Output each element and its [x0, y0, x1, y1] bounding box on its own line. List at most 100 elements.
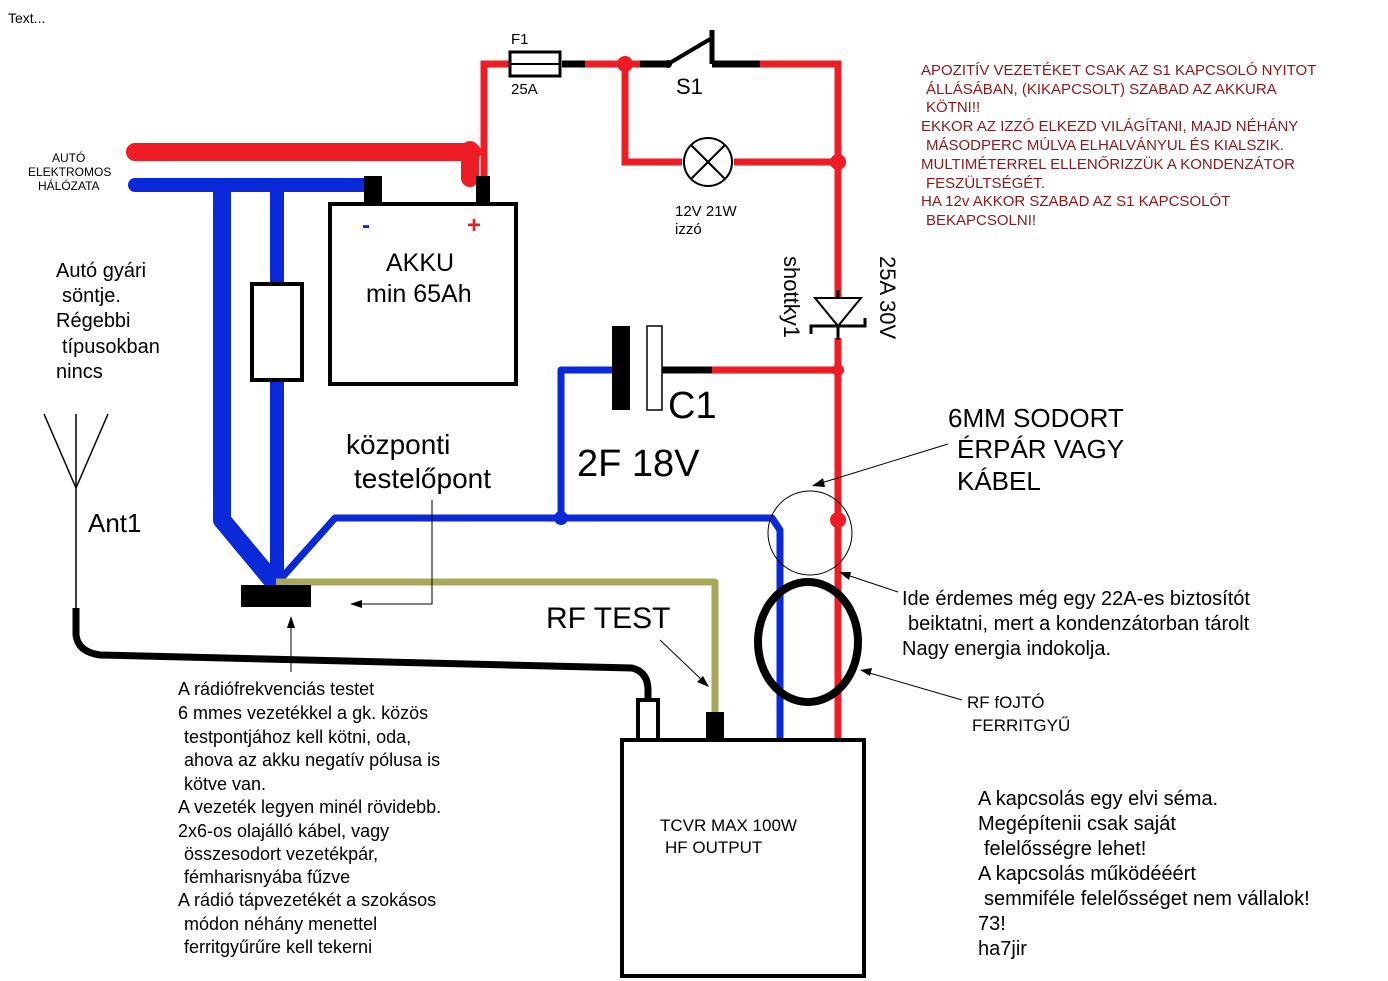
rf-ground-arrowhead	[697, 676, 709, 687]
ground-point-arrowhead	[350, 600, 362, 608]
fuse-name-label: F1	[511, 31, 529, 48]
cable-arrowhead	[812, 478, 825, 487]
battery-label-line1: AKKU	[386, 249, 454, 277]
rf-note-line9: fémharisnyába fűzve	[184, 867, 350, 887]
lamp-bypass-wire	[621, 64, 682, 166]
warning-note: APOZITÍV VEZETÉKET CSAK AZ S1 KAPCSOLÓ N…	[921, 62, 1316, 229]
battery-terminal-minus	[364, 176, 382, 204]
transceiver-box	[620, 738, 866, 978]
fuse-tip-pointer	[843, 573, 899, 593]
warning-line7: FESZÜLTSÉGÉT.	[926, 174, 1045, 192]
fuse-tip-line2: beiktatni, mert a kondenzátorban tárolt	[908, 613, 1250, 635]
fuse-tip-line1: Ide érdemes még egy 22A-es biztosítót	[902, 588, 1250, 610]
ground-point-label-line1: központi	[346, 429, 450, 460]
shunt-note-line2: söntje.	[62, 285, 121, 307]
chassis-ground-wire	[213, 185, 283, 591]
disclaimer-line6: 73!	[978, 913, 1006, 935]
warning-line5: MÁSODPERC MÚLVA ELHALVÁNYUL ÉS KIALSZIK.	[926, 137, 1284, 154]
ground-point-pointer	[355, 500, 433, 605]
rf-note-line4: ahova az akku negatív pólusa is	[184, 750, 440, 770]
warning-line3: KÖTNI!!	[926, 98, 980, 116]
rf-note-line1: A rádiófrekvenciás testet	[178, 679, 374, 699]
cap-negative-junction	[554, 511, 568, 525]
battery-akku	[328, 202, 518, 386]
switch-s1-pivot	[664, 60, 672, 68]
rf-ground-note: A rádiófrekvenciás testet 6 mmes vezeték…	[178, 679, 441, 957]
cable-label-line1: 6MM SODORT	[948, 403, 1124, 433]
rf-note-line6: A vezeték legyen minél rövidebb.	[178, 797, 441, 817]
header-text: Text...	[8, 10, 45, 26]
switch-to-right-rail	[760, 60, 842, 300]
disclaimer-line3: felelősségre lehet!	[984, 838, 1146, 860]
cap-positive-junction	[832, 364, 844, 376]
rf-ground-wire	[276, 578, 719, 718]
ground-point-label-line2: testelőpont	[354, 463, 491, 494]
battery-minus-sign: -	[362, 212, 370, 239]
car-network-label-line1: AUTÓ	[52, 150, 85, 165]
car-network-label-line3: HÁLÓZATA	[38, 178, 100, 193]
choke-label-line1: RF fOJTÓ	[967, 693, 1044, 712]
disclaimer-note: A kapcsolás egy elvi séma. Megépítenii c…	[978, 788, 1310, 960]
cable-label-line2: ÉRPÁR VAGY	[957, 434, 1124, 464]
rf-note-line12: ferritgyűrűre kell tekerni	[184, 937, 372, 957]
ground-note-arrowhead	[287, 616, 295, 628]
tcvr-label-line2: HF OUTPUT	[665, 838, 762, 857]
choke-label-line2: FERRITGYŰ	[972, 716, 1070, 735]
fuse-tip-line3: Nagy energia indokolja.	[902, 638, 1111, 660]
warning-line4: EKKOR AZ IZZÓ ELKEZD VILÁGÍTANI, MAJD NÉ…	[921, 118, 1298, 135]
fuse-tip-arrowhead	[839, 572, 851, 580]
lamp-label-line1: 12V 21W	[675, 203, 738, 220]
rf-note-line10: A rádió tápvezetékét a szokásos	[178, 890, 436, 910]
antenna-icon	[43, 413, 109, 608]
rf-note-line5: kötve van.	[184, 774, 266, 794]
warning-line2: ÁLLÁSÁBAN, (KIKAPCSOLT) SZABAD AZ AKKURA	[926, 81, 1277, 98]
disclaimer-line4: A kapcsolás működééért	[978, 863, 1196, 885]
rf-note-line3: testpontjához kell kötni, oda,	[184, 727, 411, 747]
diode-rating-label: 25A 30V	[875, 256, 900, 340]
shunt-note-line3: Régebbi	[56, 310, 131, 332]
rail-junction	[830, 512, 846, 528]
tcvr-ground-terminal	[706, 712, 724, 740]
switch-name-label: S1	[676, 74, 703, 99]
tcvr-antenna-connector	[636, 698, 660, 742]
rf-note-line11: módon néhány menettel	[184, 914, 377, 934]
antenna-coax	[72, 608, 652, 710]
lamp-cross-b	[690, 144, 726, 180]
rf-note-line8: összesodort vezetékpár,	[184, 844, 378, 864]
choke-arrowhead	[860, 668, 872, 676]
ferrite-choke-ring	[754, 578, 862, 706]
capacitor-name-label: C1	[668, 385, 717, 427]
diode-name-label: shottky1	[779, 256, 804, 338]
capacitor-c1-plate-b	[646, 325, 663, 411]
rf-ground-pointer	[659, 639, 705, 683]
cable-label-line3: KÁBEL	[957, 466, 1041, 496]
shunt-note-line5: nincs	[56, 361, 103, 383]
battery-terminal-plus	[476, 176, 490, 204]
car-network-label-line2: ELEKTROMOS	[28, 165, 111, 179]
disclaimer-line1: A kapcsolás egy elvi séma.	[978, 788, 1218, 810]
capacitor-value-label: 2F 18V	[577, 443, 700, 485]
rf-note-line2: 6 mmes vezetékkel a gk. közös	[178, 703, 428, 723]
switch-junction	[617, 56, 633, 72]
disclaimer-line2: Megépítenii csak saját	[978, 813, 1176, 835]
switch-s1-lever	[666, 36, 714, 66]
capacitor-c1-plate-a	[612, 326, 630, 410]
disclaimer-line7: ha7jir	[978, 938, 1027, 960]
cap-negative-wire	[557, 366, 612, 518]
rf-note-line7: 2x6-os olajálló kábel, vagy	[178, 821, 389, 841]
rf-ground-label: RF TEST	[546, 602, 670, 635]
positive-top-wire	[480, 60, 510, 178]
tcvr-negative-wire	[275, 514, 784, 740]
shunt-note-line1: Autó gyári	[56, 260, 146, 282]
central-ground-point	[241, 585, 311, 607]
antenna-label: Ant1	[88, 508, 142, 538]
battery-label-line2: min 65Ah	[366, 280, 472, 308]
warning-line8: HA 12v AKKOR SZABAD AZ S1 KAPCSOLÓT	[921, 193, 1230, 210]
warning-line9: BEKAPCSOLNI!	[926, 212, 1036, 229]
lamp-junction	[830, 154, 846, 170]
cable-pointer	[817, 443, 949, 485]
fuse-rating-label: 25A	[511, 81, 538, 98]
warning-line1: APOZITÍV VEZETÉKET CSAK AZ S1 KAPCSOLÓ N…	[921, 62, 1316, 79]
factory-shunt	[250, 282, 304, 382]
